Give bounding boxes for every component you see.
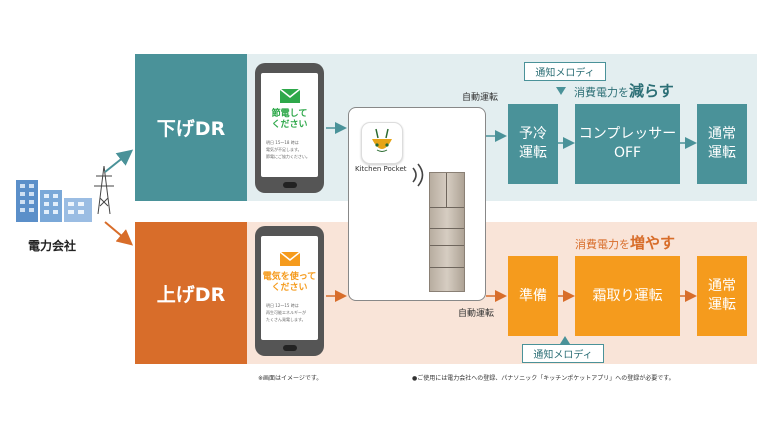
up-dr-label: 上げDR — [135, 222, 247, 364]
up-dr-phone: 電気を使って ください 明日 12～15 時は 再生可能エネルギーが たくさん発… — [255, 226, 324, 356]
note-image: ※画面はイメージです。 — [258, 375, 323, 382]
down-consumption-label: 消費電力を減らす — [574, 82, 674, 100]
step-precool: 予冷 運転 — [508, 104, 558, 184]
building-icon — [16, 180, 92, 222]
melody-pointer-top — [556, 87, 566, 95]
app-name: Kitchen Pocket — [355, 165, 407, 173]
power-company-icon — [10, 162, 120, 232]
up-phone-title: 電気を使って ください — [262, 272, 317, 293]
up-phone-body: 明日 12～15 時は 再生可能エネルギーが たくさん発電します。 — [266, 303, 306, 322]
refrigerator-image — [429, 172, 465, 292]
mail-icon — [280, 89, 300, 103]
up-consumption-label: 消費電力を増やす — [575, 234, 676, 252]
arrow-to-up-dr — [104, 221, 134, 246]
up-auto-label: 自動運転 — [458, 309, 495, 319]
up-melody-badge: 通知メロディ — [522, 344, 604, 363]
down-phone-title: 節電して ください — [271, 109, 308, 130]
step-normal-bottom: 通常 運転 — [697, 256, 747, 336]
step-defrost: 霜取り運転 — [575, 256, 680, 336]
kitchen-pocket-app-icon — [361, 122, 403, 164]
step-compressor-off: コンプレッサー OFF — [575, 104, 680, 184]
down-dr-phone: 節電して ください 明日 15～18 時は 電気が不足します。 節電にご協力くだ… — [255, 63, 324, 193]
down-dr-label: 下げDR — [135, 54, 247, 201]
arrow-to-down-dr — [104, 149, 134, 173]
step-normal-top: 通常 運転 — [697, 104, 747, 184]
step-prepare: 準備 — [508, 256, 558, 336]
down-phone-body: 明日 15～18 時は 電気が不足します。 節電にご協力ください。 — [266, 140, 310, 159]
mail-icon — [280, 252, 300, 266]
app-card: Kitchen Pocket — [348, 107, 486, 301]
power-tower-icon — [94, 165, 114, 215]
note-registration: ●ご使用には電力会社への登録、パナソニック「キッチンポケットアプリ」への登録が必… — [412, 375, 675, 382]
melody-pointer-bottom — [560, 336, 570, 344]
down-melody-badge: 通知メロディ — [524, 62, 606, 81]
wireless-signal-icon — [412, 163, 424, 187]
company-label: 電力会社 — [28, 239, 77, 253]
down-auto-label: 自動運転 — [462, 93, 499, 103]
